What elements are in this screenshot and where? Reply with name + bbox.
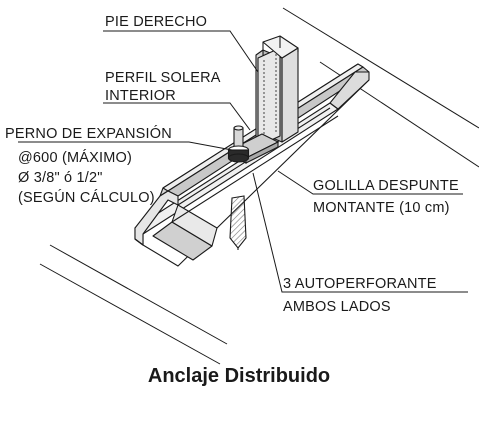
label-perno-line4: (SEGÚN CÁLCULO) — [18, 189, 155, 206]
label-tornillos-line2: AMBOS LADOS — [283, 299, 391, 315]
diagram-title: Anclaje Distribuido — [148, 365, 330, 387]
label-perno-line3: Ø 3/8" ó 1/2" — [18, 170, 103, 186]
label-perfil-solera-line2: INTERIOR — [105, 88, 176, 104]
pie-derecho-stud — [255, 35, 299, 147]
label-golilla-line2: MONTANTE (10 cm) — [313, 200, 450, 216]
label-golilla-line1: GOLILLA DESPUNTE — [313, 178, 459, 194]
label-pie-derecho: PIE DERECHO — [105, 14, 207, 30]
label-perno-line1: PERNO DE EXPANSIÓN — [5, 125, 172, 142]
label-tornillos-line1: 3 AUTOPERFORANTE — [283, 276, 437, 292]
perno-expansion-bolt — [227, 125, 250, 250]
label-perfil-solera-line1: PERFIL SOLERA — [105, 70, 221, 86]
label-perno-line2: @600 (MÁXIMO) — [18, 149, 132, 166]
leader-lines — [18, 30, 468, 293]
